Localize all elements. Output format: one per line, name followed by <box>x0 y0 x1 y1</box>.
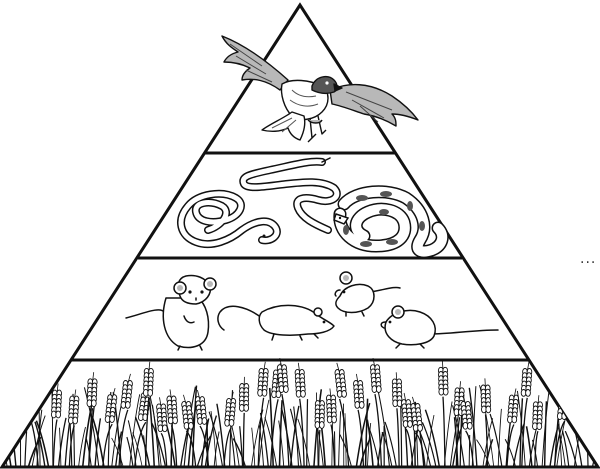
wheat-grain <box>342 391 347 398</box>
wheat-grain <box>125 402 130 409</box>
wheat-grain <box>30 401 35 408</box>
wheat-grain <box>359 402 364 409</box>
wheat-grain <box>262 389 267 396</box>
wheat-grain <box>25 392 30 399</box>
wheat-grain <box>560 396 565 403</box>
wheat-grain <box>162 425 167 432</box>
side-marker: ... <box>580 251 596 267</box>
wheat-grain <box>244 405 249 412</box>
wheat-grain <box>189 422 194 429</box>
wheat-grain <box>28 384 33 391</box>
wheat-grain <box>537 423 542 430</box>
wheat-grain <box>564 392 569 399</box>
wheat-grain <box>564 396 569 403</box>
wheat-grain <box>332 416 337 423</box>
wheat-grain <box>29 392 34 399</box>
wheat-grain <box>73 417 78 424</box>
wheat-grain <box>319 422 324 429</box>
wheat-grain <box>284 386 289 393</box>
wheat-grain <box>301 390 306 397</box>
wheat-grain <box>91 400 96 407</box>
wheat-awn <box>565 385 568 395</box>
wheat-grain <box>24 384 29 391</box>
wheat-grain <box>563 400 568 407</box>
wheat-grain <box>229 419 234 426</box>
wheat-grain <box>418 425 423 432</box>
wheat-grain <box>512 416 517 423</box>
wheat-grain <box>526 390 531 397</box>
wheat-grain <box>56 411 61 418</box>
wheat-grain <box>560 392 565 399</box>
wheat-grain <box>29 397 34 404</box>
wheat-grain <box>443 388 448 395</box>
wheat-grain <box>408 421 413 428</box>
wheat-awn <box>25 377 28 387</box>
wheat-grain <box>26 401 31 408</box>
wheat-grain <box>173 417 178 424</box>
wheat-grain <box>376 386 381 393</box>
wheat-grain <box>25 397 30 404</box>
wheat-grain <box>31 405 36 412</box>
wheat-grain <box>563 404 568 411</box>
wheat-grain <box>467 422 472 429</box>
grass-blade <box>307 399 308 469</box>
wheat-grain <box>24 388 29 395</box>
wheat-grain <box>148 389 153 396</box>
wheat-grain <box>486 406 491 413</box>
wheat-grain <box>26 405 31 412</box>
wheat-grain <box>110 416 115 423</box>
wheat-grain <box>28 388 33 395</box>
wheat-grain <box>202 418 207 425</box>
